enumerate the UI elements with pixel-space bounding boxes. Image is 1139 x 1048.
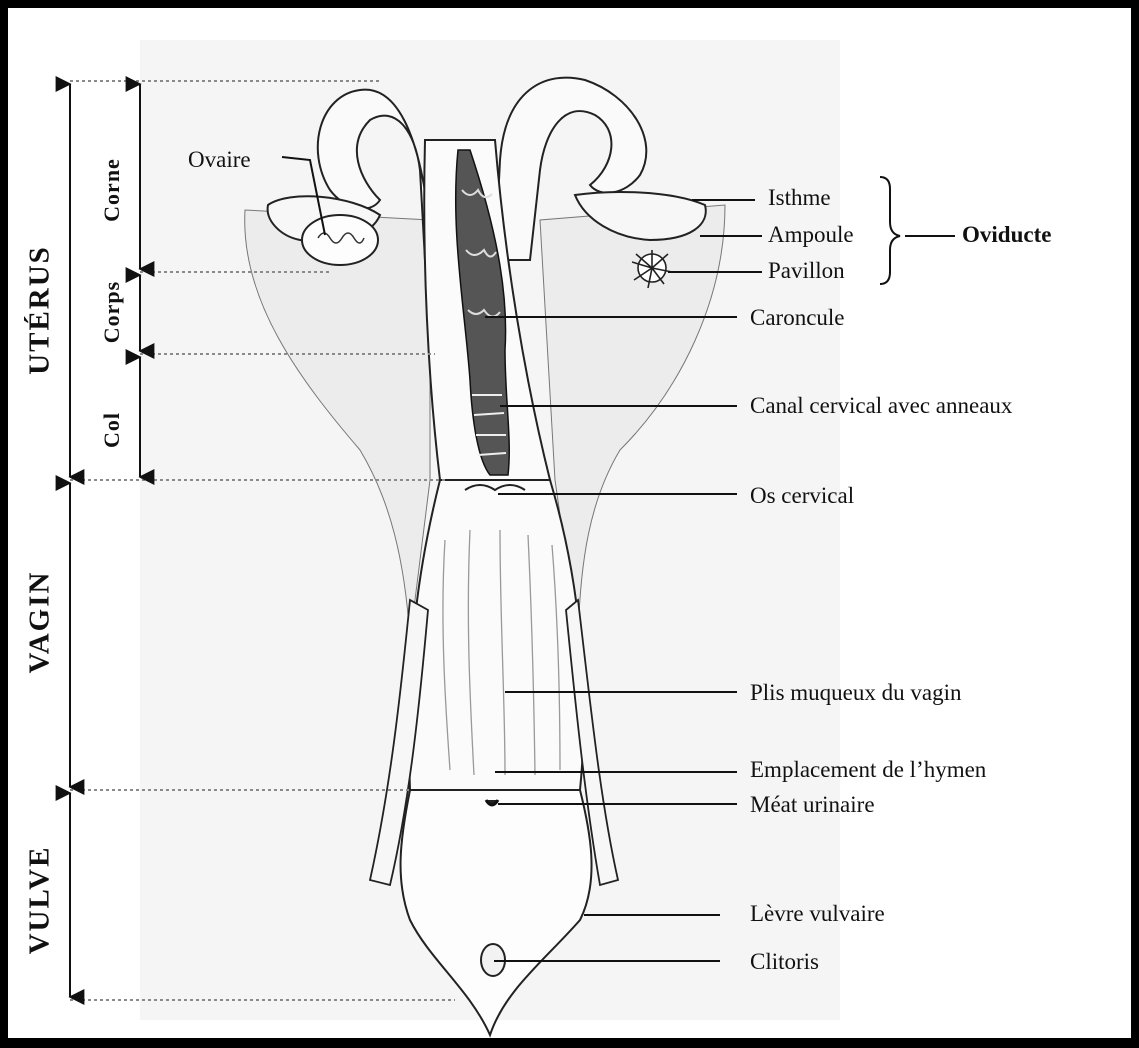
label-oviduct: Oviducte bbox=[962, 222, 1051, 248]
label-cervical-canal: Canal cervical avec anneaux bbox=[750, 393, 1012, 419]
part-label-horn: Corne bbox=[99, 158, 125, 222]
label-vaginal-folds: Plis muqueux du vagin bbox=[750, 680, 961, 706]
label-ovary: Ovaire bbox=[188, 147, 251, 173]
label-caruncle: Caroncule bbox=[750, 305, 845, 331]
label-urinary-meatus: Méat urinaire bbox=[750, 792, 875, 818]
section-label-uterus: UTÉRUS bbox=[24, 245, 57, 375]
label-vulvar-lip: Lèvre vulvaire bbox=[750, 901, 885, 927]
label-isthmus: Isthme bbox=[768, 185, 831, 211]
label-ampulla: Ampoule bbox=[768, 222, 854, 248]
label-pavillon: Pavillon bbox=[768, 258, 845, 284]
part-label-body: Corps bbox=[99, 281, 125, 343]
section-label-vulva: VULVE bbox=[24, 846, 57, 955]
label-cervical-os: Os cervical bbox=[750, 483, 854, 509]
part-label-cervix: Col bbox=[99, 412, 125, 448]
oviduct-brace bbox=[880, 177, 900, 284]
urinary-meatus bbox=[486, 800, 498, 805]
section-label-vagina: VAGIN bbox=[24, 571, 57, 674]
label-clitoris: Clitoris bbox=[750, 949, 819, 975]
label-hymen-site: Emplacement de l’hymen bbox=[750, 757, 986, 783]
